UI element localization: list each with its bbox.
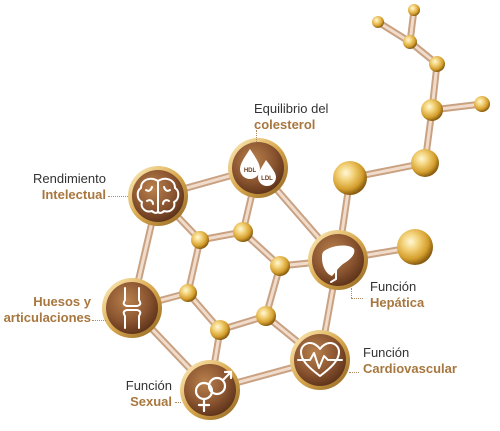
atom-sphere (256, 306, 276, 326)
label-bones-line1: Huesos y (4, 294, 91, 310)
connector-cardio (349, 372, 359, 373)
atom-sphere (372, 16, 384, 28)
heartbeat-icon (297, 342, 343, 377)
label-liver-line1: Función (370, 279, 417, 294)
bone-joint-icon (122, 287, 142, 329)
label-bones-line2: articulaciones (3, 310, 91, 325)
label-sexual: Función Sexual (126, 378, 172, 410)
label-cardio-line1: Función (363, 345, 410, 360)
gold-spheres (179, 4, 490, 340)
atom-sphere (474, 96, 490, 112)
label-liver-line2: Hepática (370, 295, 425, 310)
label-bones-line1-text: Huesos y (33, 294, 91, 309)
atom-sphere (397, 229, 433, 265)
atom-sphere (411, 149, 439, 177)
node-liver (308, 230, 368, 290)
atom-sphere (408, 4, 420, 16)
label-liver: Función Hepática (370, 279, 424, 311)
label-bones: Huesos y articulaciones (4, 294, 91, 326)
connector-bones (92, 320, 106, 321)
connector-sexual (175, 402, 181, 403)
label-intellect-line1: Rendimiento (33, 171, 106, 186)
brain-icon (136, 177, 180, 214)
atom-sphere (270, 256, 290, 276)
connector-intellect (108, 196, 128, 197)
label-sexual-line2: Sexual (130, 394, 172, 409)
atom-sphere (233, 222, 253, 242)
atom-sphere (179, 284, 197, 302)
connector-liver (351, 288, 352, 298)
node-intellect (128, 166, 188, 226)
hdl-ldl-drops-icon: HDL LDL (240, 149, 276, 186)
ldl-text: LDL (261, 176, 273, 182)
label-cholesterol: Equilibrio del colesterol (254, 101, 328, 133)
node-bones (102, 278, 162, 338)
label-cardio: Función Cardiovascular (363, 345, 457, 377)
node-cardio (290, 330, 350, 390)
liver-icon (322, 245, 355, 283)
connector-cholesterol (256, 130, 257, 142)
label-cholesterol-line2: colesterol (254, 117, 316, 132)
atom-sphere (403, 35, 417, 49)
atom-sphere (191, 231, 209, 249)
atom-sphere (429, 56, 445, 72)
node-sexual (180, 360, 240, 420)
label-intellect-line2: Intelectual (41, 187, 106, 202)
connector-liver-h (351, 298, 363, 299)
label-cardio-line2: Cardiovascular (363, 361, 457, 376)
hdl-text: HDL (244, 168, 257, 174)
label-intellect: Rendimiento Intelectual (33, 171, 106, 203)
atom-sphere (210, 320, 230, 340)
gender-symbols-icon (194, 370, 233, 413)
label-sexual-line1: Función (125, 378, 172, 393)
node-cholesterol: HDL LDL (228, 138, 288, 198)
label-cholesterol-line1: Equilibrio del (254, 101, 329, 116)
atom-sphere (421, 99, 443, 121)
atom-sphere (333, 161, 367, 195)
